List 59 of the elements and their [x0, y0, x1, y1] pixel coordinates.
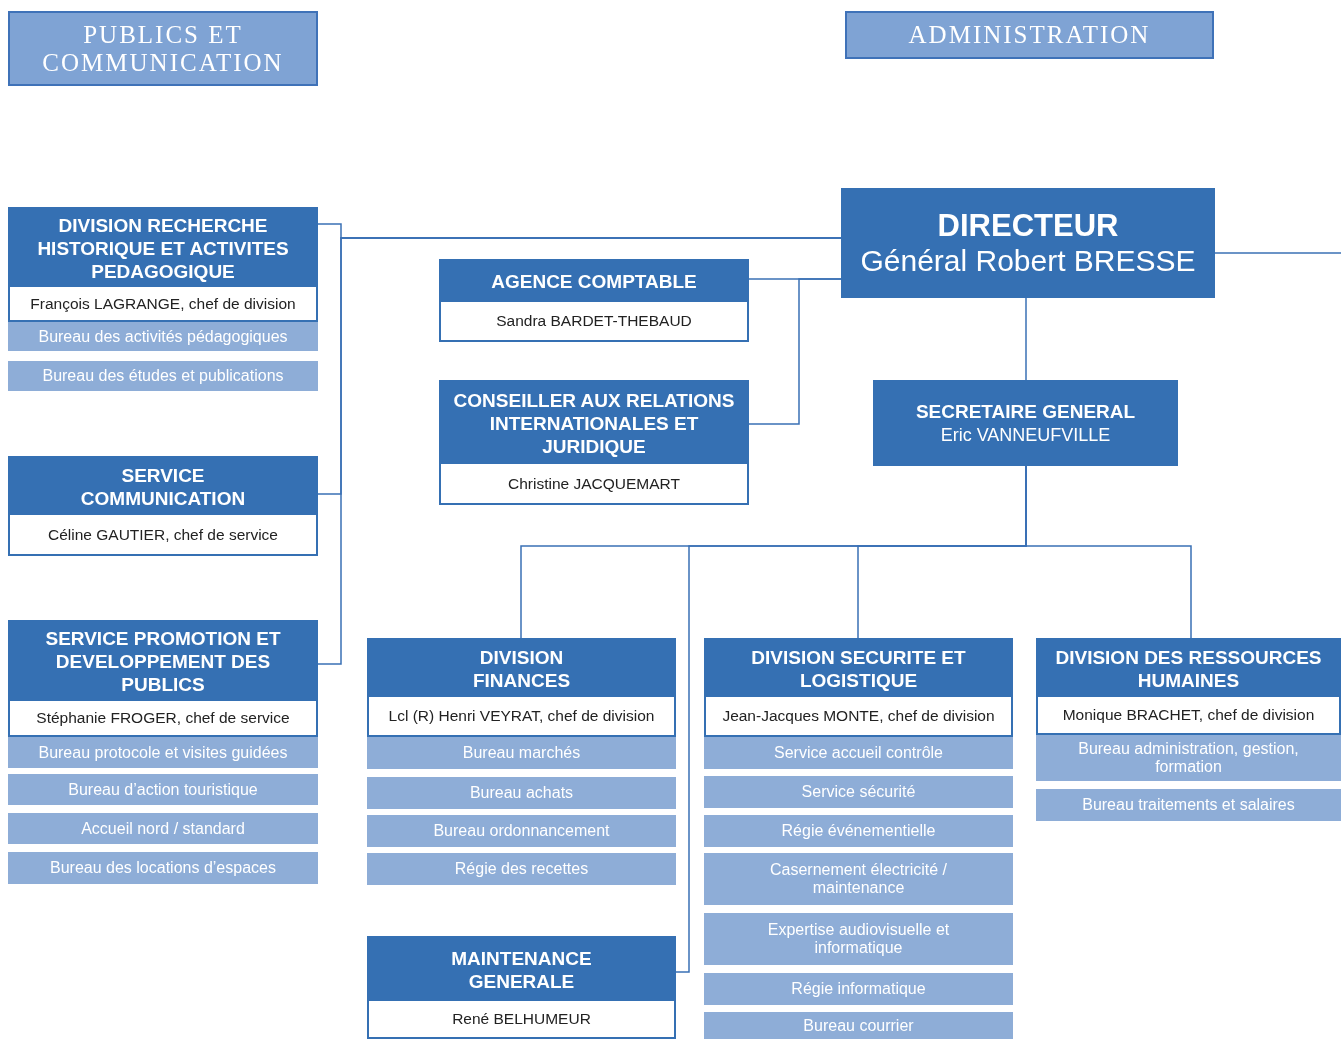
- chief-box: [841, 188, 1215, 298]
- unit-box: [8, 207, 318, 322]
- bureau-box: Bureau traitements et salaires: [1036, 789, 1341, 821]
- unit-heading: DIVISION RECHERCHE HISTORIQUE ET ACTIVITES PEDAGOGIQUE: [10, 209, 316, 287]
- section-band: PUBLICS ET COMMUNICATION: [8, 11, 318, 86]
- connector-line: [1214, 252, 1341, 254]
- connector-line: [317, 237, 842, 665]
- bureau-box: Bureau ordonnancement: [367, 815, 676, 847]
- position-title: DIRECTEUR: [937, 208, 1119, 244]
- bureau-box: Bureau des activités pédagogiques: [8, 322, 318, 351]
- person-name: Sandra BARDET-THEBAUD: [495, 311, 693, 331]
- unit-box: [367, 936, 676, 1039]
- bureau-box: Casernement électricité / maintenance: [704, 853, 1013, 905]
- bureau-box: Régie informatique: [704, 973, 1013, 1005]
- person-name: Jean-Jacques MONTE, chef de division: [721, 706, 996, 726]
- unit-box: [1036, 638, 1341, 735]
- person-name: René BELHUMEUR: [451, 1009, 592, 1029]
- bureau-box: Service accueil contrôle: [704, 737, 1013, 769]
- bureau-box: Régie des recettes: [367, 853, 676, 885]
- bureau-box: Bureau protocole et visites guidées: [8, 737, 318, 768]
- unit-box: [704, 638, 1013, 737]
- position-title: SECRETAIRE GENERAL: [915, 400, 1136, 424]
- bureau-box: Accueil nord / standard: [8, 813, 318, 844]
- unit-heading: SERVICE COMMUNICATION: [10, 458, 316, 515]
- bureau-box: Bureau d’action touristique: [8, 774, 318, 805]
- person-name: Céline GAUTIER, chef de service: [47, 524, 279, 545]
- connector-line: [1025, 465, 1192, 639]
- bureau-box: Bureau marchés: [367, 737, 676, 769]
- person-name: Monique BRACHET, chef de division: [1061, 705, 1316, 725]
- unit-box: [439, 380, 749, 505]
- section-band: ADMINISTRATION: [845, 11, 1214, 59]
- unit-heading: MAINTENANCE GENERALE: [369, 938, 674, 1001]
- bureau-box: Bureau courrier: [704, 1012, 1013, 1039]
- person-name: Lcl (R) Henri VEYRAT, chef de division: [387, 706, 656, 726]
- person-name: Christine JACQUEMART: [507, 473, 681, 494]
- unit-heading: DIVISION DES RESSOURCES HUMAINES: [1038, 640, 1339, 697]
- unit-heading: CONSEILLER AUX RELATIONS INTERNATIONALES ET JURIDIQUE: [441, 382, 747, 464]
- person-name: Général Robert BRESSE: [860, 244, 1196, 278]
- person-name: Eric VANNEUFVILLE: [940, 424, 1111, 446]
- unit-box: [8, 456, 318, 556]
- bureau-box: Expertise audiovisuelle et informatique: [704, 913, 1013, 965]
- unit-box: [8, 620, 318, 737]
- unit-heading: AGENCE COMPTABLE: [441, 261, 747, 302]
- bureau-box: Bureau des études et publications: [8, 361, 318, 391]
- bureau-box: Bureau achats: [367, 777, 676, 809]
- person-name: François LAGRANGE, chef de division: [29, 293, 297, 314]
- unit-heading: DIVISION SECURITE ET LOGISTIQUE: [706, 640, 1011, 697]
- bureau-box: Bureau administration, gestion, formation: [1036, 735, 1341, 781]
- bureau-box: Régie événementielle: [704, 815, 1013, 847]
- unit-heading: DIVISION FINANCES: [369, 640, 674, 697]
- unit-box: [439, 259, 749, 342]
- unit-heading: SERVICE PROMOTION ET DEVELOPPEMENT DES PUBLICS: [10, 622, 316, 701]
- person-name: Stéphanie FROGER, chef de service: [35, 708, 291, 728]
- chief-box: [873, 380, 1178, 466]
- connector-line: [748, 278, 842, 425]
- unit-box: [367, 638, 676, 737]
- bureau-box: Service sécurité: [704, 776, 1013, 808]
- bureau-box: Bureau des locations d’espaces: [8, 852, 318, 884]
- connector-line: [1025, 297, 1027, 381]
